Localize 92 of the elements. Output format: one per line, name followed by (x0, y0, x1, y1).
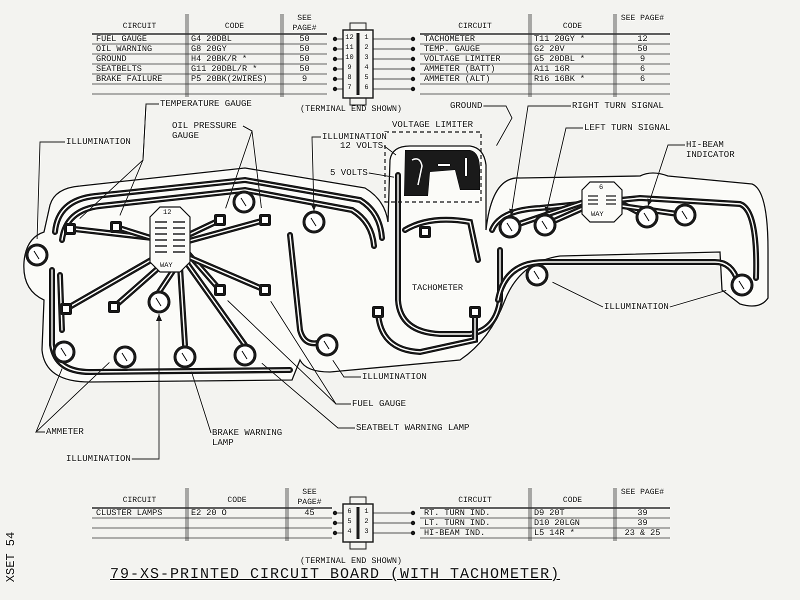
leader-line (34, 362, 110, 432)
leader-line (384, 146, 396, 156)
callout-label: ILLUMINATION (604, 302, 669, 312)
table-cell-text: L5 14R * (534, 528, 576, 538)
leader-line (36, 142, 66, 240)
table-cell-text: 39 (636, 518, 649, 528)
board-label: TACHOMETER (412, 283, 464, 293)
leader-line (669, 290, 727, 308)
table-cell-text: 9 (638, 54, 646, 64)
table-cell-text: CLUSTER LAMPS (96, 508, 164, 518)
callout-label: FUEL GAUGE (352, 399, 406, 409)
leader-line (552, 282, 604, 308)
leader-line (647, 144, 686, 206)
diagram-title: 79-XS-PRINTED CIRCUIT BOARD (WITH TACHOMETER) (110, 566, 560, 584)
table-cell-text: D9 20T (534, 508, 566, 518)
table-cell-text: A11 16R (534, 64, 571, 74)
header-cell-text: CIRCUIT (457, 22, 493, 32)
leader-line (482, 106, 512, 146)
table-cell-text: HI-BEAM IND. (424, 528, 486, 538)
callout-label: BRAKE WARNING LAMP (212, 428, 284, 448)
table-cell-text: 50 (636, 44, 649, 54)
table-cell-text: H4 20BK/R * (191, 54, 248, 64)
table-cell-text: BRAKE FAILURE (96, 74, 164, 84)
table-cell-text: AMMETER (BATT) (424, 64, 496, 74)
leader-line (131, 314, 162, 460)
leader-line (509, 106, 572, 216)
leader-line (544, 128, 584, 214)
callout-label: 12 VOLTS (340, 141, 384, 151)
table-cell-text: T11 20GY * (534, 34, 586, 44)
header-cell-text: CIRCUIT (122, 22, 158, 32)
leader-line (191, 371, 212, 434)
callout-label: ILLUMINATION (66, 137, 131, 147)
callout-label: TEMPERATURE GAUGE (160, 99, 252, 109)
callout-label: SEATBELT WARNING LAMP (356, 423, 470, 433)
table-cell-text: P5 20BK(2WIRES) (191, 74, 269, 84)
header-cell-text: SEE PAGE# (296, 488, 322, 508)
leader-line (242, 126, 262, 208)
callout-label: ILLUMINATION (322, 132, 387, 142)
header-cell-text: CODE (224, 22, 246, 32)
header-cell-text: SEE PAGE# (620, 488, 666, 498)
table-cell-text: 50 (298, 64, 311, 74)
header-cell-text: CODE (226, 496, 248, 506)
callout-label: RIGHT TURN SIGNAL (572, 101, 664, 111)
table-cell-text: G4 20DBL (191, 34, 233, 44)
table-cell-text: 50 (298, 54, 311, 64)
table-cell-text: D10 20LGN (534, 518, 581, 528)
table-cell-text: 6 (638, 64, 646, 74)
table-cell-text: 6 (638, 74, 646, 84)
table-cell-text: R16 16BK * (534, 74, 586, 84)
table-cell-text: 12 (636, 34, 649, 44)
callout-label: GROUND (450, 101, 482, 111)
callout-label: LEFT TURN SIGNAL (584, 123, 670, 133)
header-cell-text: SEE PAGE# (291, 14, 318, 34)
page-number: XSET 54 (4, 532, 18, 582)
table-cell-text: G11 20DBL/R * (191, 64, 258, 74)
callout-label: VOLTAGE LIMITER (392, 120, 474, 130)
note-text: (TERMINAL END SHOWN) (300, 104, 402, 114)
header-cell-text: CODE (562, 22, 584, 32)
table-cell-text: VOLTAGE LIMITER (424, 54, 502, 64)
table-cell-text: 9 (300, 74, 308, 84)
leader-line (368, 172, 395, 178)
note-text: (TERMINAL END SHOWN) (300, 556, 402, 566)
table-cell-text: OIL WARNING (96, 44, 154, 54)
leader-line (332, 360, 362, 378)
table-cell-text: 45 (303, 508, 316, 518)
leader-line (261, 362, 356, 428)
table-cell-text: TEMP. GAUGE (424, 44, 482, 54)
table-cell-text: G8 20GY (191, 44, 228, 54)
callout-label: AMMETER (46, 427, 84, 437)
table-cell-text: LT. TURN IND. (424, 518, 492, 528)
table-cell-text: 50 (298, 34, 311, 44)
table-cell-text: GROUND (96, 54, 128, 64)
header-cell-text: CIRCUIT (457, 496, 493, 506)
header-cell-text: SEE PAGE# (620, 14, 666, 24)
callout-label: ILLUMINATION (362, 372, 427, 382)
leader-line (310, 136, 322, 212)
callout-label: 5 VOLTS (330, 168, 368, 178)
table-cell-text: G2 20V (534, 44, 566, 54)
table-cell-text: TACHOMETER (424, 34, 476, 44)
table-cell-text: 50 (298, 44, 311, 54)
table-cell-text: E2 20 O (191, 508, 228, 518)
table-cell-text: AMMETER (ALT) (424, 74, 492, 84)
table-cell-text: G5 20DBL * (534, 54, 586, 64)
header-cell-text: CIRCUIT (122, 496, 158, 506)
table-cell-text: 23 & 25 (624, 528, 662, 538)
leader-line (35, 368, 63, 432)
table-cell-text: RT. TURN IND. (424, 508, 492, 518)
table-cell-text: FUEL GAUGE (96, 34, 148, 44)
table-cell-text: 39 (636, 508, 649, 518)
callout-label: ILLUMINATION (66, 454, 131, 464)
header-cell-text: CODE (562, 496, 584, 506)
table-cell-text: SEATBELTS (96, 64, 143, 74)
